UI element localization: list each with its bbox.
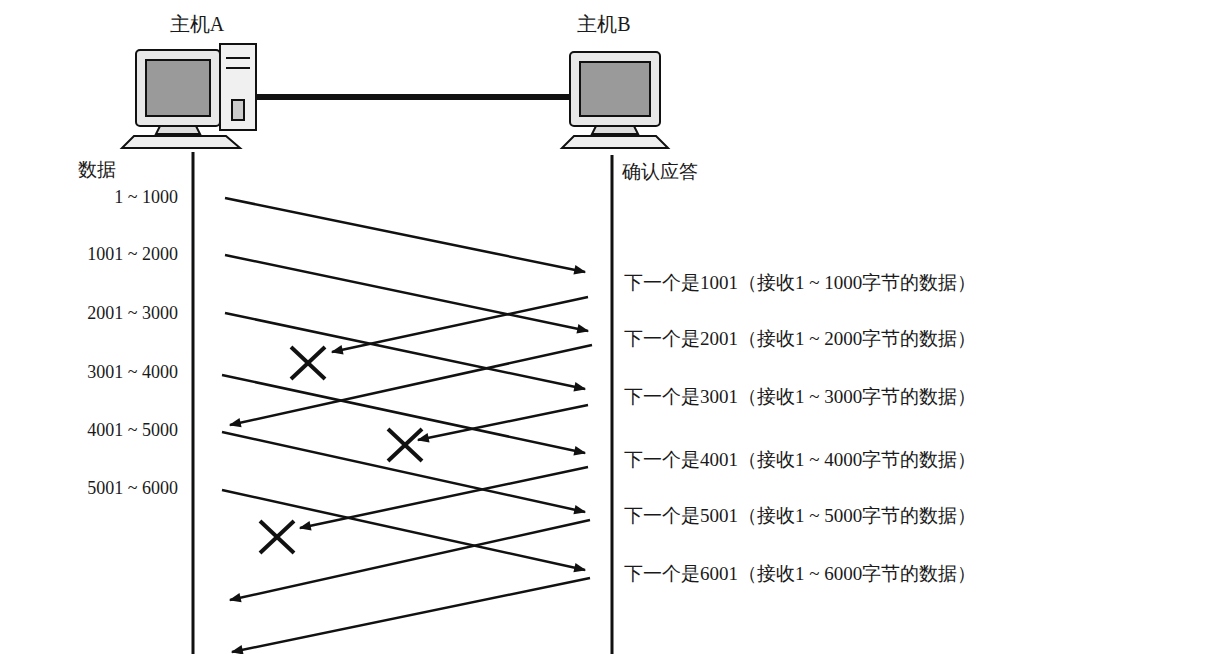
data-range: 1 ~ 1000	[112, 187, 180, 209]
column-heading: 确认应答	[620, 161, 700, 184]
data-range: 4001 ~ 5000	[85, 420, 180, 442]
computer-b	[562, 52, 668, 148]
ack-text: 下一个是6001（接收1 ~ 6000字节的数据）	[622, 563, 978, 586]
ack-arrows	[230, 297, 592, 652]
data-range: 3001 ~ 4000	[85, 362, 180, 384]
ack-text: 下一个是1001（接收1 ~ 1000字节的数据）	[622, 272, 978, 295]
timeline-a	[192, 152, 195, 654]
loss-mark	[260, 347, 422, 553]
host-name: 主机B	[575, 12, 632, 36]
data-range: 2001 ~ 3000	[85, 303, 180, 325]
data-arrows	[222, 198, 588, 570]
ack-text: 下一个是2001（接收1 ~ 2000字节的数据）	[622, 328, 978, 351]
data-range: 5001 ~ 6000	[85, 478, 180, 500]
computer-a	[122, 44, 256, 148]
ack-text: 下一个是4001（接收1 ~ 4000字节的数据）	[622, 449, 978, 472]
data-range: 1001 ~ 2000	[85, 244, 180, 266]
host-name: 主机A	[168, 12, 226, 36]
column-heading: 数据	[76, 159, 118, 182]
timeline-b	[611, 155, 614, 654]
ack-text: 下一个是5001（接收1 ~ 5000字节的数据）	[622, 505, 978, 528]
network-cable	[255, 94, 572, 100]
ack-text: 下一个是3001（接收1 ~ 3000字节的数据）	[622, 386, 978, 409]
